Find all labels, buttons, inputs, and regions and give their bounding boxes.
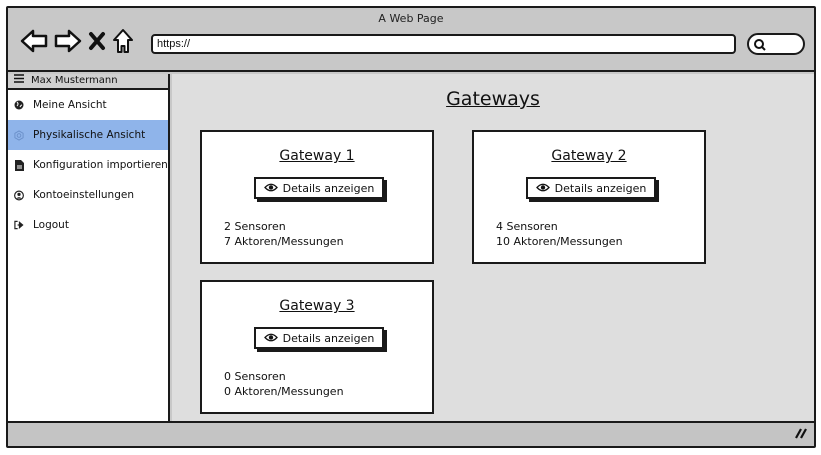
actor-count: 0 Aktoren/Messungen	[224, 385, 344, 398]
search-field[interactable]	[747, 33, 805, 55]
sidebar-item-label: Konfiguration importieren	[33, 159, 168, 171]
eye-icon	[535, 182, 550, 195]
details-button[interactable]: Details anzeigen	[254, 327, 384, 349]
details-button[interactable]: Details anzeigen	[526, 177, 656, 199]
gateway-title: Gateway 3	[279, 298, 355, 314]
details-button[interactable]: Details anzeigen	[254, 177, 384, 199]
user-circle-icon	[14, 190, 24, 200]
eye-icon	[263, 182, 278, 195]
file-icon	[14, 159, 24, 171]
gateway-title: Gateway 1	[279, 148, 355, 164]
gateway-title: Gateway 2	[551, 148, 627, 164]
menu-icon[interactable]	[14, 74, 24, 88]
sidebar-item-kontoeinstellungen[interactable]: Kontoeinstellungen	[8, 180, 168, 210]
page-title: Gateways	[446, 88, 540, 110]
hexagon-icon	[14, 129, 24, 141]
gateway-card: Gateway 2 Details anzeigen 4 Sensoren 10…	[472, 130, 706, 264]
sensor-count: 2 Sensoren	[224, 220, 286, 233]
url-field[interactable]: https://	[151, 34, 736, 54]
globe-icon	[14, 100, 24, 110]
details-button-label: Details anzeigen	[282, 331, 375, 345]
gateway-card: Gateway 3 Details anzeigen 0 Sensoren 0 …	[200, 280, 434, 414]
sign-out-icon	[14, 220, 24, 230]
details-button-label: Details anzeigen	[554, 181, 647, 195]
sidebar-item-meine-ansicht[interactable]: Meine Ansicht	[8, 90, 168, 120]
sensor-count: 0 Sensoren	[224, 370, 286, 383]
title-bar: A Web Page https://	[8, 8, 814, 72]
actor-count: 10 Aktoren/Messungen	[496, 235, 623, 248]
sidebar-header[interactable]: Max Mustermann	[8, 74, 168, 90]
sidebar-item-label: Physikalische Ansicht	[33, 129, 146, 141]
sidebar-item-label: Meine Ansicht	[33, 99, 107, 111]
actor-count: 7 Aktoren/Messungen	[224, 235, 344, 248]
sidebar-item-logout[interactable]: Logout	[8, 210, 168, 240]
nav-controls	[20, 28, 134, 54]
sidebar: Max Mustermann Meine Ansicht Physikalisc…	[8, 74, 170, 423]
back-icon[interactable]	[20, 29, 48, 53]
stop-icon[interactable]	[88, 31, 106, 51]
sidebar-item-konfiguration-importieren[interactable]: Konfiguration importieren	[8, 150, 168, 180]
browser-window: A Web Page https:// Max Mustermann	[6, 6, 816, 448]
search-icon	[754, 39, 766, 51]
status-bar	[8, 421, 814, 446]
gateway-stats: 4 Sensoren 10 Aktoren/Messungen	[496, 219, 623, 249]
resize-grip-icon[interactable]	[794, 424, 808, 443]
gateway-card: Gateway 1 Details anzeigen 2 Sensoren 7 …	[200, 130, 434, 264]
gateway-stats: 0 Sensoren 0 Aktoren/Messungen	[224, 369, 344, 399]
main-content: Gateways Gateway 1 Details anzeigen 2 Se…	[172, 74, 814, 423]
gateway-stats: 2 Sensoren 7 Aktoren/Messungen	[224, 219, 344, 249]
sidebar-item-physikalische-ansicht[interactable]: Physikalische Ansicht	[8, 120, 168, 150]
details-button-label: Details anzeigen	[282, 181, 375, 195]
eye-icon	[263, 332, 278, 345]
sidebar-item-label: Kontoeinstellungen	[33, 189, 134, 201]
sidebar-item-label: Logout	[33, 219, 69, 231]
forward-icon[interactable]	[54, 29, 82, 53]
home-icon[interactable]	[112, 28, 134, 54]
user-name: Max Mustermann	[31, 75, 118, 86]
sensor-count: 4 Sensoren	[496, 220, 558, 233]
window-title: A Web Page	[378, 12, 444, 25]
